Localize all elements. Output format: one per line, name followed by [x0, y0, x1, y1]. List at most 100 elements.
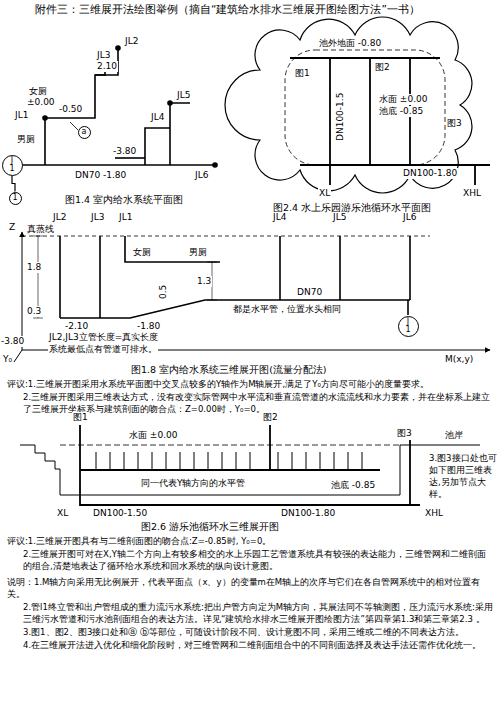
drawing-label: 图1 [72, 412, 89, 423]
note-text: 2.三维展开图可对在X,Y轴二个方向上有较多相交的水上乐园工艺管道系统具有较强的… [22, 548, 494, 572]
drawing-label: 男厕 [188, 247, 208, 258]
drawing-label: 图2 [374, 62, 391, 73]
drawing-label: XL [56, 508, 69, 519]
drawing-label: -0.50 [58, 104, 83, 115]
inlet-riser [124, 452, 125, 470]
note-text: 3.图3接口处也可如下图用三维表达,另加节点大样。 [428, 452, 500, 500]
drawing-label: JL6 [194, 170, 209, 181]
inlet-riser [236, 452, 237, 470]
inlet-riser [320, 452, 321, 470]
drawing-label: 池外地面 -0.80 [318, 38, 382, 49]
inlet-riser [306, 452, 307, 470]
drawing-label: 2.10 [96, 61, 118, 72]
circle-text: 1 [9, 165, 14, 173]
drawing-label: 同一代表Y轴方向的水平管 [140, 478, 247, 489]
drawing-label: 池岸 [444, 430, 464, 441]
drawing-label: XHL [424, 508, 444, 519]
circle-text: 1 [12, 194, 17, 202]
drawing-label: 女厕 [28, 86, 48, 97]
plan-pipes [22, 46, 217, 167]
pipe-connector [12, 176, 15, 192]
inlet-riser [138, 452, 139, 470]
note-text: 2.三维展开图采用三维表达方式，没有改变实际管网中水平流和垂直流管道的水流流线和… [22, 391, 494, 415]
note-text: 4.在三维展开法进入优化和细化阶段时，对三维管网和二维剖面组合中的不同剖面选择及… [22, 639, 496, 651]
circle-text: J [407, 318, 409, 326]
inlet-riser [222, 452, 223, 470]
drawing-label: ±0.00 [26, 97, 56, 108]
drawing-label: JL2 [52, 212, 67, 223]
note-text: 2.管l1终立管和出户管组成的重力流污水系统:把出户管方向定为M轴方向，其展法同… [22, 601, 496, 625]
drawing-label: JL4 [150, 112, 165, 123]
inlet-riser [250, 452, 251, 470]
inlet-riser [334, 452, 335, 470]
drawing-label: 水面 ±0.00 [128, 430, 178, 441]
drawing-label: 池底 -0.85 [330, 480, 376, 491]
drawing-label: -3.80 [112, 146, 137, 157]
circle-text: J [11, 157, 13, 165]
drawing-label: DN100-1.80 [402, 168, 458, 179]
circle-text: a [82, 128, 87, 136]
inlet-riser [362, 452, 363, 470]
drawing-label: -1.80 [136, 321, 161, 332]
inlet-riser [96, 452, 97, 470]
drawing-label: 池底 -0.85 [378, 106, 424, 117]
page-title: 附件三：三维展开法绘图举例（摘自“建筑给水排水三维展开图绘图方法”一书） [34, 4, 421, 15]
drawing-label: JL4 [272, 212, 287, 223]
note-text: 3.图1、图2、图3接口处和ⓐ ⓑ等部位，可随设计阶段不同、设计意图不同，采用三… [22, 626, 496, 638]
index-circle: 1 [9, 192, 22, 205]
inlet-riser [110, 452, 111, 470]
drawing-label: 1.3 [196, 276, 212, 287]
riser-diagram [14, 232, 490, 362]
inlet-riser [292, 452, 293, 470]
drawing-label: JL1 [14, 110, 29, 121]
inlet-riser [180, 452, 181, 470]
drawing-label: 1.8 [26, 262, 42, 273]
drawing-label: Z [8, 222, 16, 233]
index-circle: J1 [398, 316, 419, 337]
inlet-riser [348, 452, 349, 470]
drawing-label: DN70 -1.80 [74, 170, 127, 181]
drawing-label: 图1.8 室内给水系统三维展开图(流量分配法) [130, 364, 328, 375]
drawing-label: 水面 ±0.00 [378, 94, 428, 105]
drawing-label: M(x,y) [444, 354, 474, 365]
drawing-label: JL2,JL3立管长度=真实长度 [48, 332, 159, 343]
inlet-riser [278, 452, 279, 470]
circle-text: 1 [405, 326, 410, 334]
drawing-label: Y₀ [2, 354, 13, 365]
drawing-label: DN100-1.80 [280, 508, 336, 519]
drawing-label: 图2.6 游乐池循环水三维展开图 [140, 521, 280, 532]
drawing-label: JL3 [96, 50, 111, 61]
drawing-label: 系统最低点有管道可排水。 [48, 344, 158, 355]
drawing-label: 都是水平管，位置水头相同 [232, 304, 342, 315]
drawing-label: DN100-1.5 [335, 92, 346, 142]
drawing-label: 图3 [446, 118, 463, 129]
note-text: 评议:1.三维展开图具有与二维剖面图的吻合点:Z=-0.85时, Y₀=0。 [6, 535, 494, 547]
drawing-label: 0.5 [158, 284, 169, 300]
drawing-label: JL6 [402, 212, 417, 223]
drawing-label: 图1.4 室内给水系统平面图 [64, 194, 184, 205]
note-text: 说明：1.M轴方向采用无比例展开，代表平面点（x、y）的变量m在M轴上的次序与它… [6, 576, 496, 600]
drawing-label: -2.10 [64, 321, 89, 332]
drawing-label: DN100-1.50 [92, 508, 148, 519]
index-circle: J1 [2, 155, 23, 176]
drawing-label: JL2 [124, 36, 139, 47]
drawing-label: JL3 [90, 212, 105, 223]
drawing-label: 图2 [262, 412, 279, 423]
drawing-label: 0.3 [26, 306, 42, 317]
inlet-riser [166, 452, 167, 470]
inlet-riser [208, 452, 209, 470]
drawing-label: -3.80 [0, 336, 25, 347]
pool-section [20, 425, 480, 505]
drawing-label: 真蒸线 [26, 224, 55, 235]
inlet-riser [194, 452, 195, 470]
drawing-label: 男厕 [16, 134, 36, 145]
drawing-label: 图1 [294, 68, 311, 79]
note-text: 评议:1.三维展开图采用水系统平面图中交叉点较多的Y轴作为M轴展开,满足了Y₀方… [6, 378, 494, 390]
drawing-label: 女厕 [132, 247, 152, 258]
drawing-label: 图3 [396, 428, 413, 439]
index-circle: a [78, 126, 91, 139]
drawing-label: XL [318, 188, 331, 199]
drawing-label: DN70 [296, 287, 323, 298]
inlet-riser [152, 452, 153, 470]
drawing-label: JL5 [332, 212, 347, 223]
